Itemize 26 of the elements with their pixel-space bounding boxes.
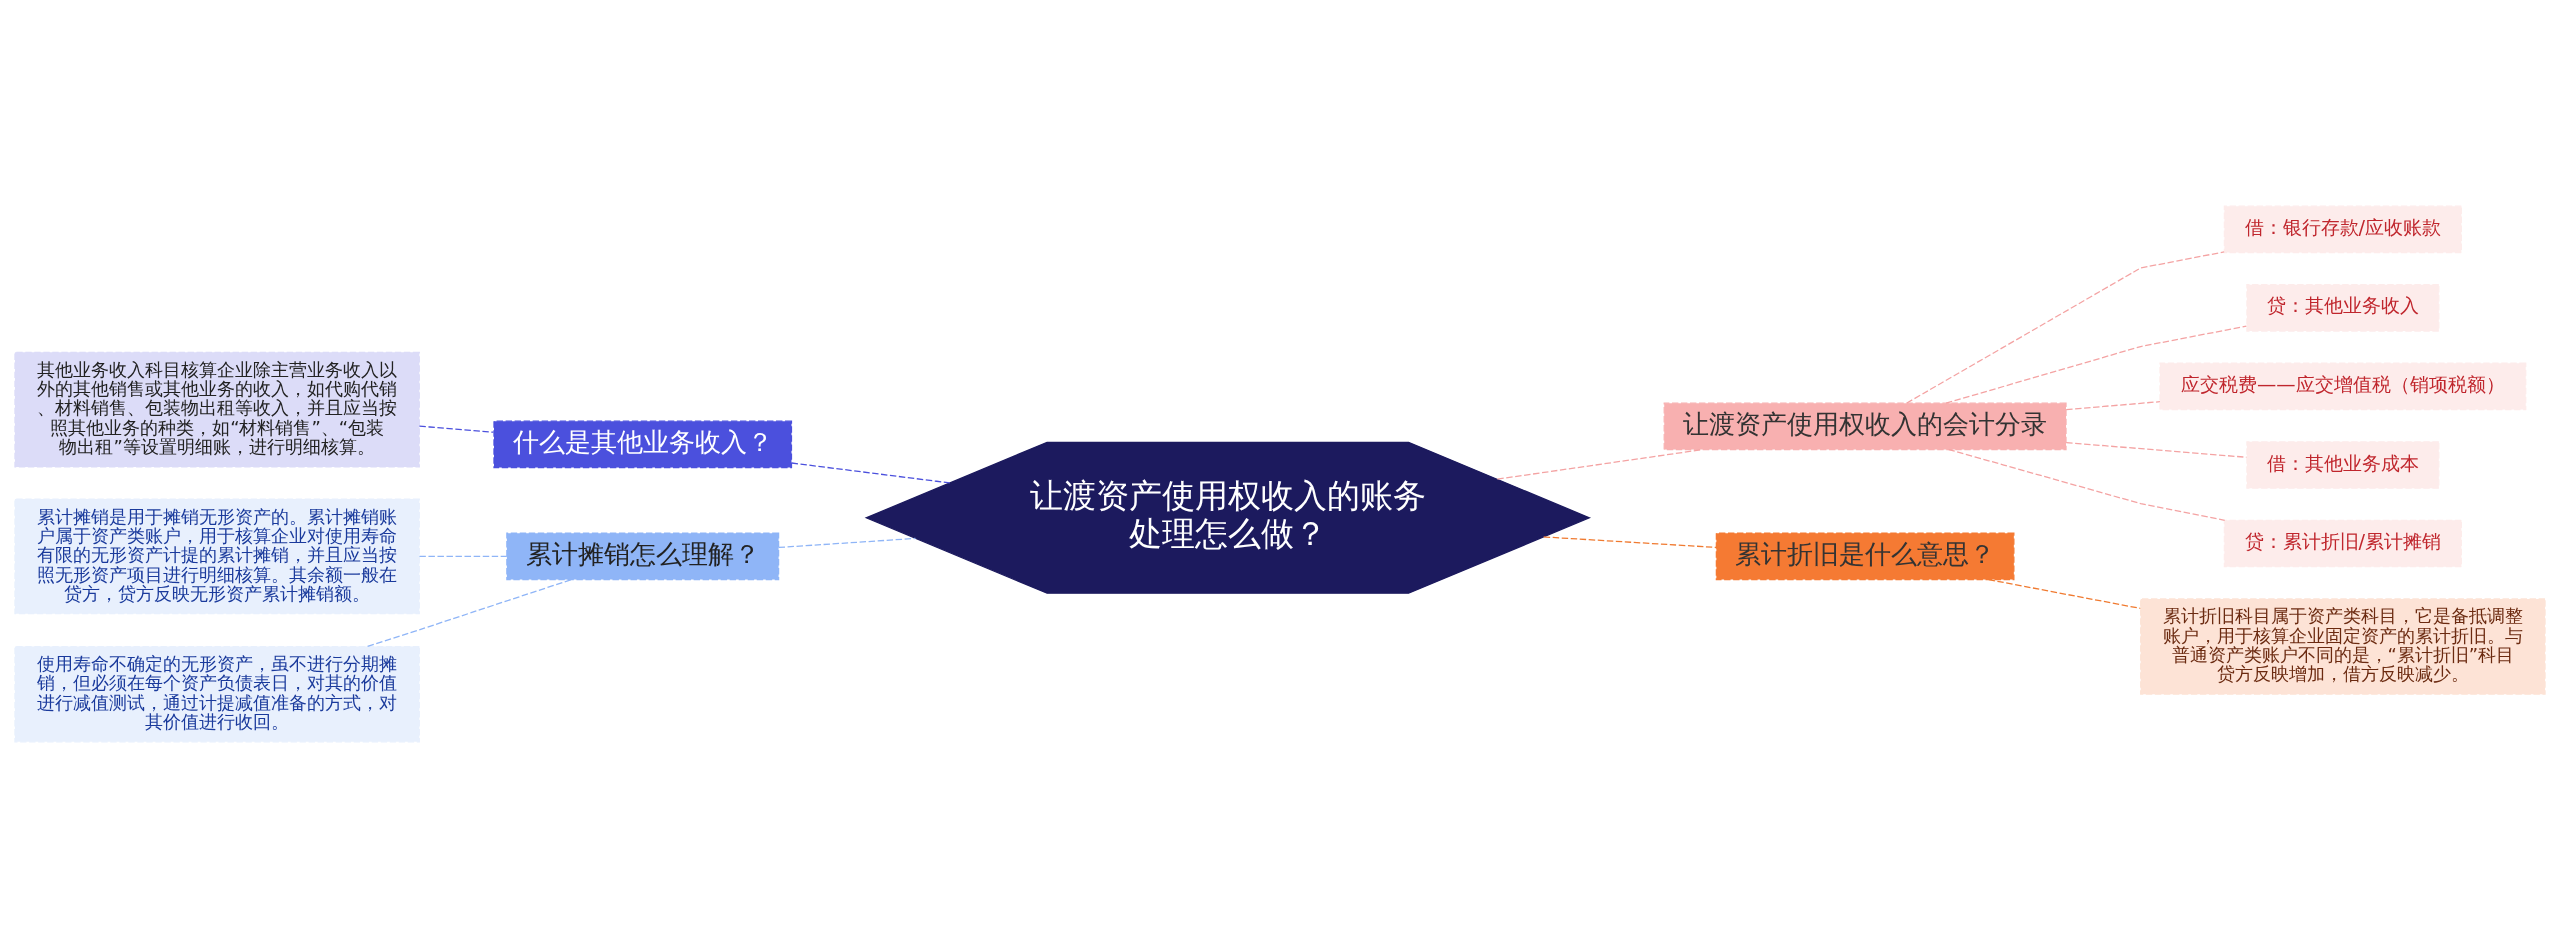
node-box: 什么是其他业务收入？: [493, 420, 793, 468]
node-box: 累计摊销怎么理解？: [506, 532, 780, 580]
node-box: 借：其他业务成本: [2246, 440, 2440, 489]
connector: [2065, 441, 2247, 458]
connector: [1906, 250, 2225, 404]
connector: [2065, 400, 2161, 410]
node-box: 其他业务收入科目核算企业除主营业务收入以外的其他销售或其他业务的收入，如代购代销、材料销售、包装物出租等收入，并且应当按照其他业务的种类，如“材料销售”、“包装物出租”等设置明细账，进行明细核算。: [14, 351, 420, 468]
node-box: 应交税费——应交增值税（销项税额）: [2159, 362, 2527, 410]
connector: [1945, 325, 2248, 404]
connector: [366, 578, 572, 647]
node-box: 贷：其他业务收入: [2246, 283, 2440, 332]
connector: [791, 461, 951, 484]
connector: [418, 425, 495, 433]
node-box: 累计折旧是什么意思？: [1715, 532, 2015, 580]
node-box: 贷：累计折旧/累计摊销: [2223, 519, 2462, 567]
node-box: 累计摊销是用于摊销无形资产的。累计摊销账户属于资产类账户，用于核算企业对使用寿命有限的无形资产计提的累计摊销，并且应当按照无形资产项目进行明细核算。其余额一般在贷方，贷方反映无形资产累计摊销额。: [14, 497, 420, 614]
connector: [1988, 578, 2141, 609]
connector: [1543, 535, 1717, 548]
node-box: 借：银行存款/应收账款: [2223, 205, 2462, 253]
connector: [1948, 448, 2226, 521]
node-box: 让渡资产使用权收入的会计分录: [1663, 402, 2067, 450]
connector: [778, 537, 917, 548]
node-box: 使用寿命不确定的无形资产，虽不进行分期摊销，但必须在每个资产负债表日，对其的价值进行减值测试，通过计提减值准备的方式，对其价值进行收回。: [14, 645, 420, 742]
connector: [418, 555, 508, 557]
connector: [1496, 448, 1704, 480]
node-box: 累计折旧科目属于资产类科目，它是备抵调整账户，用于核算企业固定资产的累计折旧。与普通资产类账户不同的是，“累计折旧”科目贷方反映增加，借方反映减少。: [2140, 597, 2546, 695]
